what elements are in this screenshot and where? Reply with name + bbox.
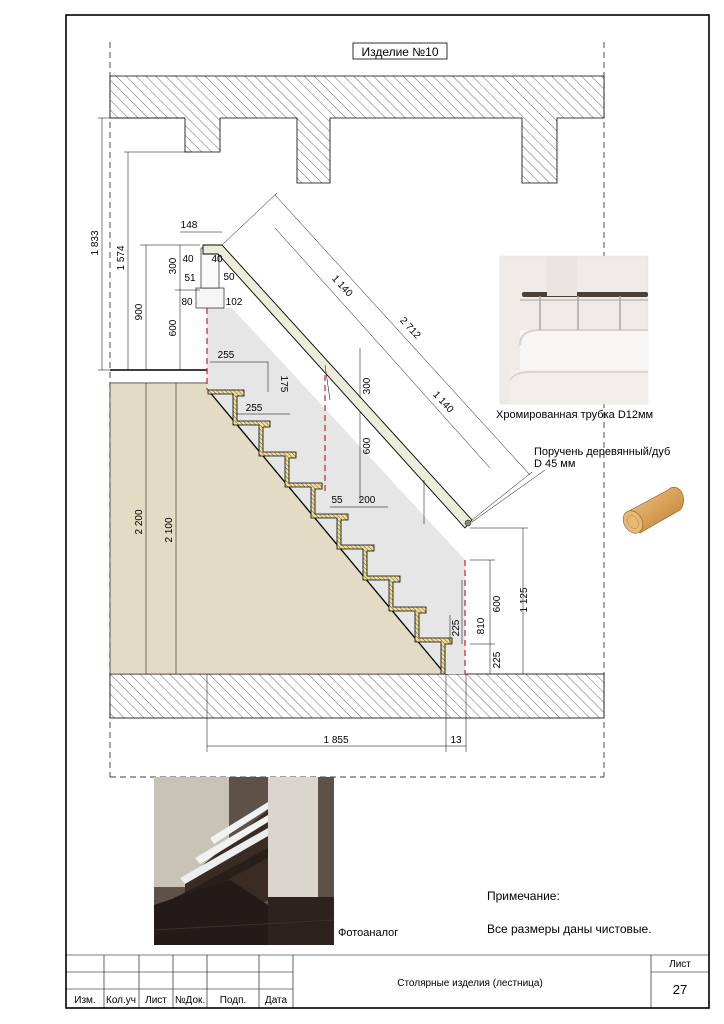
dim-600-left: 600 [168, 319, 179, 336]
dim-600-mid: 600 [362, 437, 373, 454]
dim-148: 148 [181, 220, 198, 231]
tb-izm: Изм. [74, 995, 95, 1006]
dim-255a: 255 [218, 350, 235, 361]
dim-1140-bottom: 1 140 [430, 389, 455, 415]
stair-photo [153, 777, 335, 945]
dim-13: 13 [450, 735, 462, 746]
dim-1574: 1 574 [116, 245, 127, 270]
tb-podp: Подп. [220, 995, 247, 1006]
stair-treads [207, 389, 453, 675]
dim-255b: 255 [246, 403, 263, 414]
dim-225b: 225 [492, 651, 503, 668]
stair-background [207, 308, 465, 674]
title-block [66, 954, 709, 1008]
tb-sheet-label: Лист [669, 959, 691, 970]
dim-50: 50 [223, 272, 235, 283]
photo-caption: Фотоаналог [338, 927, 398, 939]
drawing-title: Изделие №10 [361, 45, 438, 59]
tube-label: Хромированная трубка D12мм [496, 409, 653, 421]
dim-200: 200 [359, 495, 376, 506]
note-title: Примечание: [487, 889, 560, 903]
step-dimension-lines [180, 231, 451, 644]
dim-2712: 2 712 [397, 315, 422, 341]
floor-slab [109, 673, 605, 719]
tb-kol: Кол.уч [106, 995, 136, 1006]
handrail-label-2: D 45 мм [534, 458, 575, 470]
dim-900: 900 [134, 303, 145, 320]
chrome-tubes [324, 364, 425, 524]
sheet-frame [65, 14, 710, 1009]
right-dimension-lines [461, 527, 528, 674]
red-guides [206, 308, 466, 674]
tb-name: Столярные изделия (лестница) [397, 978, 543, 989]
dim-1140-top: 1 140 [329, 273, 354, 299]
tb-sheet-number: 27 [673, 982, 687, 997]
dim-1855: 1 855 [323, 735, 348, 746]
handrail-leader [471, 469, 546, 523]
bottom-dimension-line [206, 674, 467, 752]
tb-data: Дата [265, 995, 288, 1006]
tb-list: Лист [145, 995, 167, 1006]
dim-55: 55 [331, 495, 343, 506]
dim-225a: 225 [451, 619, 462, 636]
dim-40b: 40 [211, 254, 223, 265]
left-dimension-lines [98, 117, 200, 674]
dim-2100: 2 100 [164, 517, 175, 542]
dim-300-left: 300 [168, 257, 179, 274]
handrail-end [464, 519, 472, 527]
dim-40a: 40 [182, 254, 194, 265]
dim-175: 175 [278, 376, 289, 393]
top-landing [195, 287, 225, 309]
tb-ndoc: №Док. [175, 995, 205, 1006]
diagonal-dimension-lines [221, 192, 533, 521]
title-box [352, 42, 448, 60]
note-text: Все размеры даны чистовые. [487, 922, 652, 936]
handrail-label-1: Поручень деревянный/дуб [534, 446, 670, 458]
chrome-rail-photo [499, 255, 649, 405]
dim-600-right: 600 [492, 595, 503, 612]
stair-stringer [207, 389, 446, 675]
dim-80: 80 [181, 297, 193, 308]
dim-300-mid: 300 [362, 377, 373, 394]
dim-51: 51 [184, 273, 196, 284]
ceiling-slab [109, 75, 605, 184]
dim-102: 102 [226, 297, 243, 308]
handrail-sample-image [622, 486, 684, 534]
dim-2200: 2 200 [134, 509, 145, 534]
dim-1125: 1 125 [519, 587, 530, 612]
dim-810: 810 [476, 617, 487, 634]
dim-1833: 1 833 [90, 230, 101, 255]
